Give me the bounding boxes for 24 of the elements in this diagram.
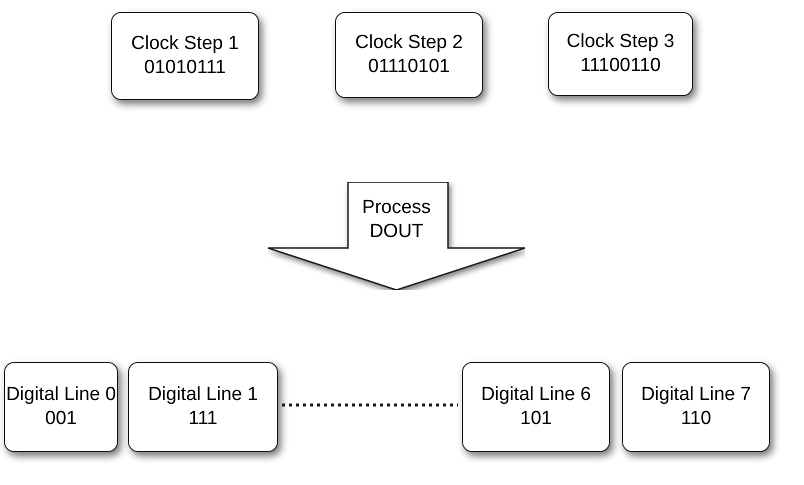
node-text: Clock Step 3 [566,30,674,54]
node-text: 110 [680,407,712,431]
rounded-box [111,12,259,100]
node-text: Clock Step 2 [355,31,463,55]
rounded-box [462,362,610,452]
node-text: 101 [520,407,552,431]
rounded-box [548,12,693,96]
node-text: 01010111 [144,56,226,80]
node-text: Digital Line 7 [641,383,751,407]
node-text: Digital Line 6 [481,383,591,407]
node-text: Clock Step 1 [131,32,239,56]
node-text: 001 [45,407,77,431]
dotted-connector [282,404,458,406]
down-arrow-shape [268,182,525,290]
node-text: Digital Line 0 [6,383,116,407]
node-text: 01110101 [368,55,450,79]
node-text: Digital Line 1 [148,383,258,407]
rounded-box [622,362,770,452]
node-text: 11100110 [580,54,661,78]
rounded-box [335,12,483,98]
node-text: 111 [188,407,218,431]
rounded-box [4,362,118,452]
rounded-box [128,362,278,452]
node-text: Process DOUT [361,196,432,244]
